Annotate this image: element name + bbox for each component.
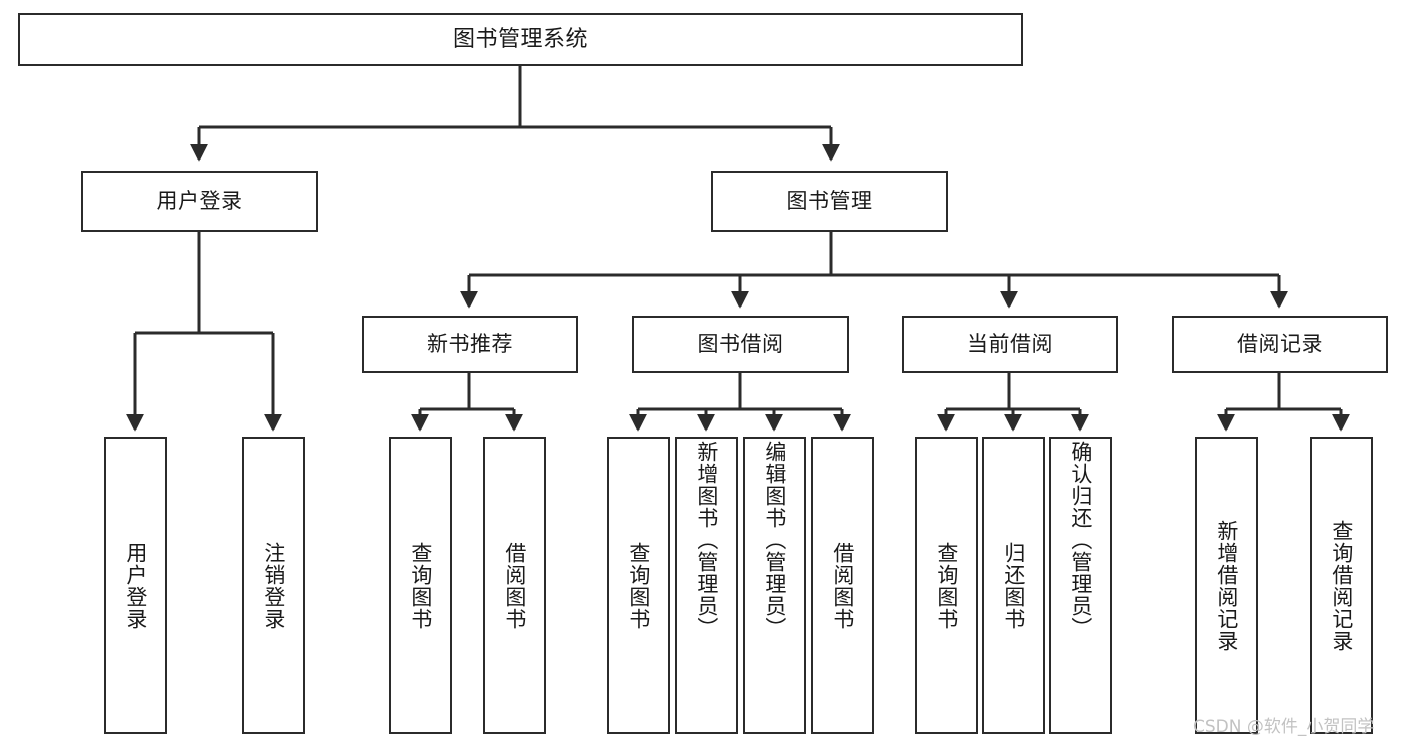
node-leaf-add-borrow-record-label: 新增借阅记录 — [1214, 519, 1239, 652]
node-leaf-query-book-current[interactable]: 查询图书 — [915, 437, 978, 734]
node-leaf-return-book[interactable]: 归还图书 — [982, 437, 1045, 734]
node-leaf-add-book-admin[interactable]: 新增图书（管理员） — [675, 437, 738, 734]
node-leaf-user-login-label: 用户登录 — [123, 541, 148, 630]
node-leaf-user-logout-label: 注销登录 — [261, 541, 286, 630]
node-root-system[interactable]: 图书管理系统 — [18, 13, 1023, 66]
node-current-borrow-label: 当前借阅 — [967, 332, 1053, 357]
watermark-text: CSDN @软件_小贺同学 — [1193, 717, 1375, 737]
node-leaf-confirm-return-admin[interactable]: 确认归还（管理员） — [1049, 437, 1112, 734]
node-leaf-return-book-label: 归还图书 — [1001, 541, 1026, 630]
node-leaf-borrow-book-label: 借阅图书 — [830, 541, 855, 630]
node-leaf-user-login[interactable]: 用户登录 — [104, 437, 167, 734]
node-new-book-recommend-label: 新书推荐 — [427, 332, 513, 357]
node-leaf-borrow-book-recommend[interactable]: 借阅图书 — [483, 437, 546, 734]
node-leaf-edit-book-admin[interactable]: 编辑图书（管理员） — [743, 437, 806, 734]
node-book-borrow[interactable]: 图书借阅 — [632, 316, 849, 373]
node-leaf-borrow-book[interactable]: 借阅图书 — [811, 437, 874, 734]
node-current-borrow[interactable]: 当前借阅 — [902, 316, 1118, 373]
node-leaf-query-borrow-record[interactable]: 查询借阅记录 — [1310, 437, 1373, 734]
node-leaf-query-book-current-label: 查询图书 — [934, 541, 959, 630]
node-leaf-query-borrow-record-label: 查询借阅记录 — [1329, 519, 1354, 652]
node-user-login[interactable]: 用户登录 — [81, 171, 318, 232]
node-leaf-edit-book-admin-label: 编辑图书（管理员） — [762, 441, 787, 639]
node-root-system-label: 图书管理系统 — [452, 26, 588, 52]
node-leaf-query-book-recommend[interactable]: 查询图书 — [389, 437, 452, 734]
node-book-manage[interactable]: 图书管理 — [711, 171, 948, 232]
node-user-login-label: 用户登录 — [156, 189, 243, 214]
node-leaf-query-book-borrow[interactable]: 查询图书 — [607, 437, 670, 734]
node-new-book-recommend[interactable]: 新书推荐 — [362, 316, 578, 373]
node-leaf-borrow-book-recommend-label: 借阅图书 — [502, 541, 527, 630]
node-borrow-record[interactable]: 借阅记录 — [1172, 316, 1388, 373]
node-leaf-query-book-borrow-label: 查询图书 — [626, 541, 651, 630]
node-borrow-record-label: 借阅记录 — [1237, 332, 1323, 357]
node-leaf-confirm-return-admin-label: 确认归还（管理员） — [1068, 441, 1093, 639]
node-book-borrow-label: 图书借阅 — [697, 332, 784, 357]
node-leaf-add-borrow-record[interactable]: 新增借阅记录 — [1195, 437, 1258, 734]
node-book-manage-label: 图书管理 — [786, 189, 873, 214]
node-leaf-add-book-admin-label: 新增图书（管理员） — [694, 441, 719, 639]
node-leaf-query-book-recommend-label: 查询图书 — [408, 541, 433, 630]
node-leaf-user-logout[interactable]: 注销登录 — [242, 437, 305, 734]
